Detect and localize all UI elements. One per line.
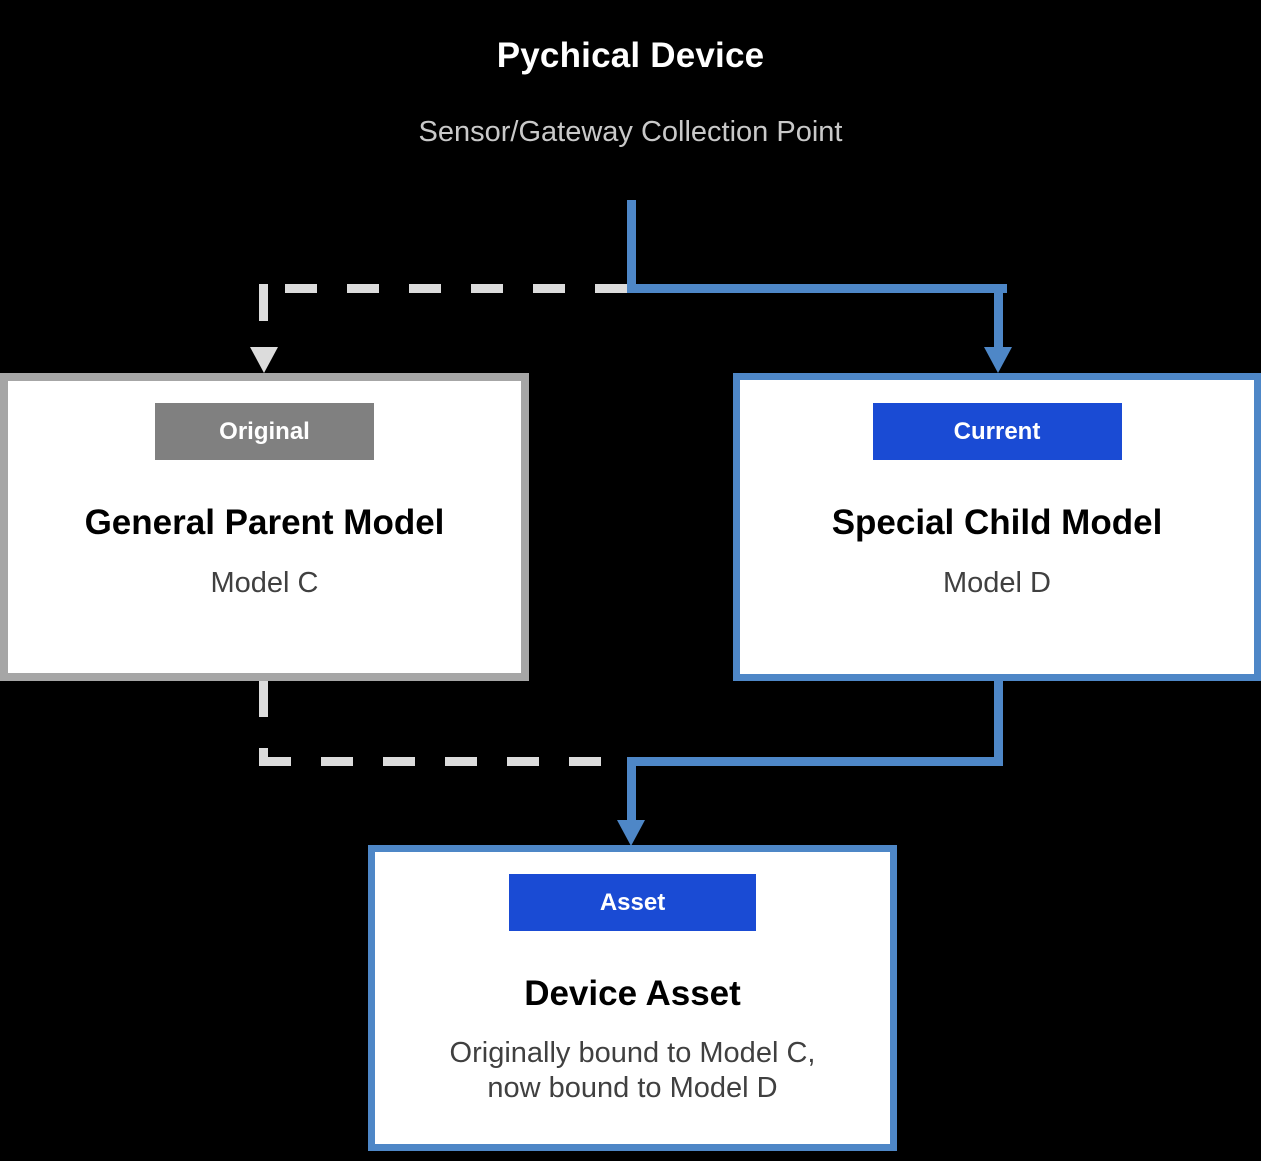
connector-child-to-asset-drop [627,757,636,822]
arrowhead-device-to-child [984,347,1012,373]
node-subtitle-special-child-model: Model D [943,566,1051,599]
node-title-special-child-model: Special Child Model [831,503,1163,542]
node-subtitle-device-asset-line2: now bound to Model D [487,1071,778,1104]
connector-device-to-parent-horizontal [285,284,627,293]
badge-original: Original [155,403,374,460]
badge-asset: Asset [509,874,756,931]
connector-child-to-asset-horizontal [627,757,1003,766]
connector-child-to-asset-vertical [994,681,1003,765]
connector-parent-to-asset-horizontal [259,757,627,766]
node-special-child-model[interactable]: Current Special Child Model Model D [733,373,1261,681]
node-title-general-parent-model: General Parent Model [84,503,445,542]
page-title: Pychical Device [496,36,765,75]
node-device-asset[interactable]: Asset Device Asset Originally bound to M… [368,845,897,1151]
badge-current: Current [872,403,1122,460]
connector-device-to-parent-vertical [259,284,268,321]
node-subtitle-device-asset: Originally bound to Model C, now bound t… [450,1036,816,1107]
connector-device-to-child-vertical [627,200,636,288]
connector-parent-to-asset-vertical [259,681,268,717]
node-subtitle-device-asset-line1: Originally bound to Model C, [449,1036,816,1069]
node-general-parent-model[interactable]: Original General Parent Model Model C [0,373,529,681]
node-subtitle-general-parent-model: Model C [210,566,319,599]
connector-device-to-child-horizontal [627,284,1007,293]
connector-device-to-child-drop [994,284,1003,347]
node-title-device-asset: Device Asset [524,974,741,1013]
arrowhead-child-to-asset [617,820,645,846]
arrowhead-device-to-parent [250,347,278,373]
page-subtitle: Sensor/Gateway Collection Point [418,116,843,148]
